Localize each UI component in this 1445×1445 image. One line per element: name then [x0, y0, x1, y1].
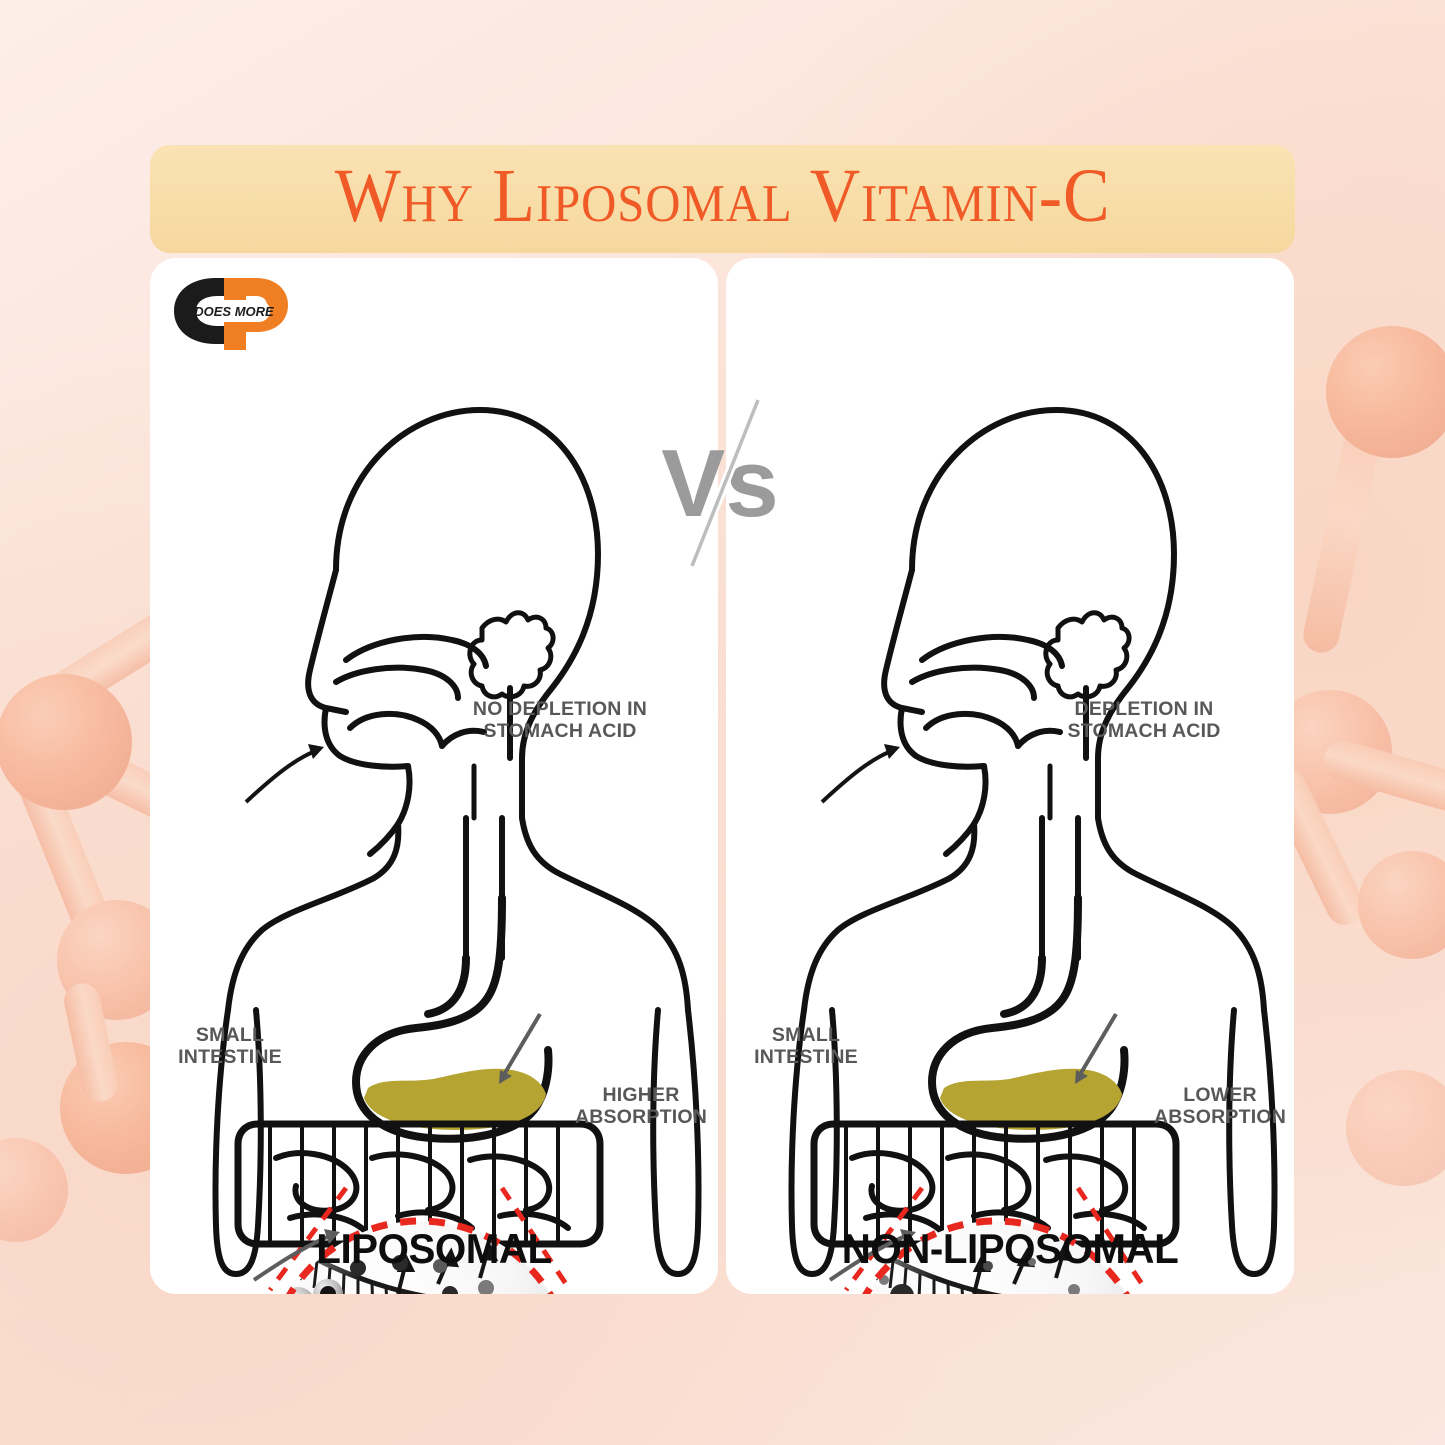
caption-liposomal: LIPOSOMAL: [316, 1225, 552, 1272]
page-title: Why Liposomal Vitamin-C: [334, 154, 1111, 238]
magnifier-connector-left: [267, 1186, 573, 1292]
stomach-acid-right: [940, 1068, 1122, 1130]
magnifier-connector-right: [843, 1186, 1149, 1292]
caption-non-liposomal: NON-LIPOSOMAL: [841, 1225, 1179, 1272]
callout-small-intestine-left: SMALL INTESTINE: [178, 1024, 282, 1069]
brand-logo: DOES MORE: [174, 278, 288, 350]
callout-stomach-acid-left: NO DEPLETION IN STOMACH ACID: [472, 698, 648, 743]
title-bar: Why Liposomal Vitamin-C: [150, 145, 1295, 253]
callout-absorption-right: LOWER ABSORPTION: [1153, 1084, 1286, 1129]
callout-small-intestine-right: SMALL INTESTINE: [754, 1024, 858, 1069]
callout-arrows-right: [820, 744, 1118, 1282]
versus-badge: Vs: [662, 398, 779, 568]
callout-stomach-acid-right: DEPLETION IN STOMACH ACID: [1067, 698, 1221, 743]
stomach-acid-left: [364, 1068, 546, 1130]
digestive-diagram-liposomal: [212, 407, 702, 1294]
liposome-particles-left: [281, 1255, 494, 1294]
panel-liposomal: DOES MORE: [150, 258, 718, 1294]
callout-arrows-left: [244, 744, 542, 1282]
callout-absorption-left: HIGHER ABSORPTION: [574, 1084, 707, 1129]
digestive-diagram-non-liposomal: [788, 407, 1278, 1294]
versus-slash: [690, 399, 760, 567]
panel-non-liposomal: DEPLETION IN STOMACH ACID SMALL INTESTIN…: [726, 258, 1294, 1294]
logo-tagline: DOES MORE: [194, 304, 274, 319]
